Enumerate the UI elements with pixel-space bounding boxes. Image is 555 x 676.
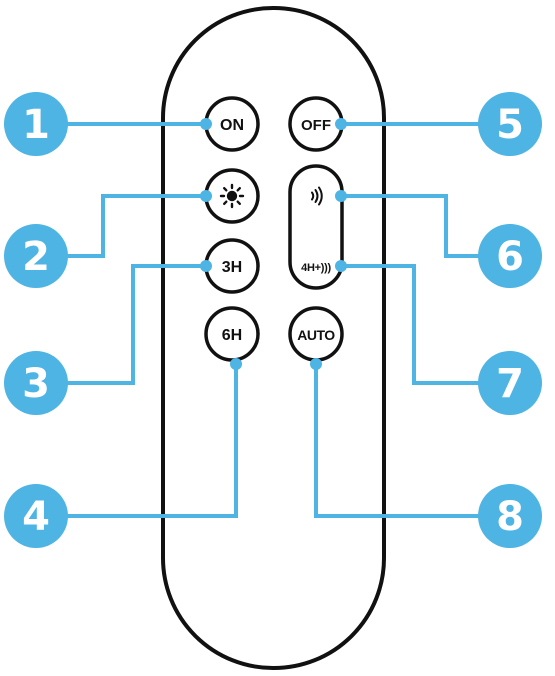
- sun-icon: [219, 183, 245, 209]
- callout-badge-5: [478, 92, 542, 156]
- callout-badge-8: [478, 484, 542, 548]
- callout-number-7: 7: [496, 361, 524, 407]
- 6h-button-label: 6H: [222, 327, 242, 344]
- dot-3: [200, 260, 212, 272]
- dot-7: [335, 260, 347, 272]
- callout-badge-2: [4, 224, 68, 288]
- callout-number-1: 1: [22, 102, 50, 148]
- callout-number-4: 4: [22, 494, 50, 540]
- callout-number-2: 2: [22, 234, 50, 280]
- leader-line-4: [36, 364, 238, 518]
- callout-number-5: 5: [496, 102, 524, 148]
- dot-1: [200, 118, 212, 130]
- callout-badge-7: [478, 351, 542, 415]
- sound-waves-icon: [311, 186, 323, 206]
- remote-body: [161, 6, 386, 670]
- leader-line-8: [314, 364, 510, 518]
- callout-badge-6: [478, 224, 542, 288]
- dot-6: [335, 190, 347, 202]
- leader-line-7: [341, 264, 510, 385]
- callout-badge-1: [4, 92, 68, 156]
- 4h-sound-label: 4H+))): [301, 262, 331, 274]
- callout-badge-4: [4, 484, 68, 548]
- leader-line-2: [36, 194, 206, 258]
- callout-number-3: 3: [22, 361, 50, 407]
- auto-button-label: AUTO: [297, 327, 335, 343]
- dot-2: [200, 190, 212, 202]
- sound-rocker-button[interactable]: [288, 164, 344, 290]
- off-button-label: OFF: [301, 117, 331, 134]
- callout-badge-3: [4, 351, 68, 415]
- leader-line-3: [36, 264, 206, 385]
- on-button-label: ON: [220, 117, 244, 134]
- dot-8: [310, 358, 322, 370]
- dot-4: [230, 358, 242, 370]
- 3h-button-label: 3H: [222, 259, 242, 276]
- callout-number-6: 6: [496, 234, 524, 280]
- dot-5: [335, 118, 347, 130]
- callout-number-8: 8: [496, 494, 524, 540]
